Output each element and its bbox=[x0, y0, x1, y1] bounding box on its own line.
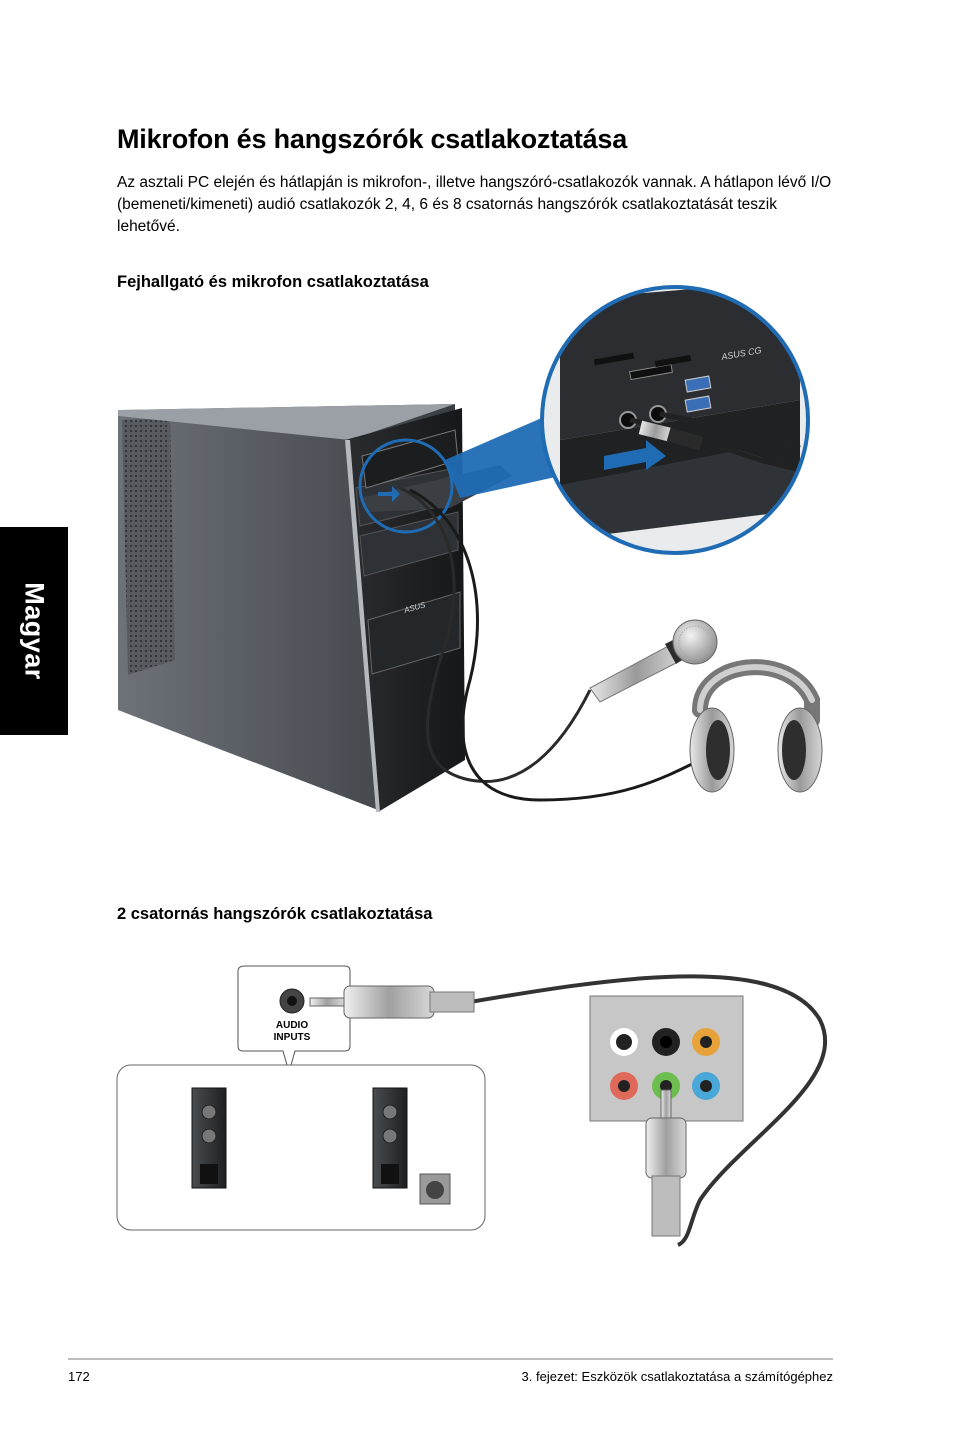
page-number: 172 bbox=[68, 1369, 90, 1384]
headphone-mic-illustration: ASUS ASUS CG bbox=[118, 285, 823, 812]
microphone-cable bbox=[399, 486, 592, 783]
left-speaker bbox=[191, 1087, 227, 1189]
footer-divider bbox=[68, 1358, 833, 1360]
rear-audio-panel bbox=[589, 995, 744, 1122]
headphone-cable bbox=[409, 488, 701, 802]
speaker-connection-illustration: AUDIO INPUTS bbox=[116, 965, 828, 1247]
audio-inputs-label-2: INPUTS bbox=[274, 1032, 311, 1043]
headphones bbox=[689, 659, 823, 793]
speaker-cable bbox=[469, 974, 828, 1247]
front-io-highlight bbox=[358, 438, 454, 534]
audio-inputs-callout bbox=[237, 965, 351, 1074]
front-io-zoom: ASUS CG bbox=[540, 285, 810, 555]
microphone bbox=[589, 619, 718, 703]
language-tab: Magyar bbox=[0, 527, 68, 735]
right-speaker bbox=[372, 1087, 408, 1189]
audio-plug-left bbox=[309, 985, 475, 1019]
speakers-section-heading: 2 csatornás hangszórók csatlakoztatása bbox=[117, 905, 433, 923]
page-title: Mikrofon és hangszórók csatlakoztatása bbox=[117, 124, 628, 154]
subwoofer bbox=[419, 1173, 451, 1205]
headphone-section-heading: Fejhallgató és mikrofon csatlakoztatása bbox=[117, 273, 429, 291]
jack-black-left bbox=[616, 1034, 632, 1050]
audio-inputs-label-1: AUDIO bbox=[276, 1020, 308, 1031]
audio-plug-right bbox=[645, 1089, 687, 1237]
chapter-title: 3. fejezet: Eszközök csatlakoztatása a s… bbox=[521, 1369, 833, 1384]
speakers-box bbox=[116, 1064, 486, 1231]
intro-paragraph: Az asztali PC elején és hátlapján is mik… bbox=[117, 174, 832, 235]
